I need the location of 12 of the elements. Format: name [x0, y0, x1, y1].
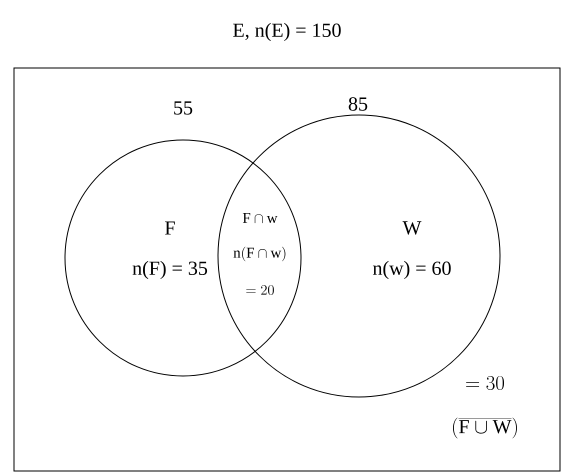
region-count: 85	[348, 97, 368, 111]
set-label: n(F) = 35	[132, 260, 208, 280]
set-label: n(w) = 60	[372, 260, 451, 280]
set-title: E, n(E) = 150	[233, 22, 341, 42]
region-count: 55	[174, 101, 192, 115]
set-label: W	[402, 221, 422, 235]
region-formula: $= 30$	[466, 376, 504, 390]
region-formula: $= 20$	[246, 285, 274, 295]
region-formula: $\mathrm{F} \cap \mathrm{w}$	[242, 213, 278, 224]
set-label: F	[165, 221, 175, 235]
region-formula: $\mathrm{n}(\mathrm{F} \cap \mathrm{w})$	[234, 246, 286, 262]
region-formula: $\left(\overline{\mathrm{F} \cup \mathrm{W}}\right)$	[453, 418, 517, 438]
